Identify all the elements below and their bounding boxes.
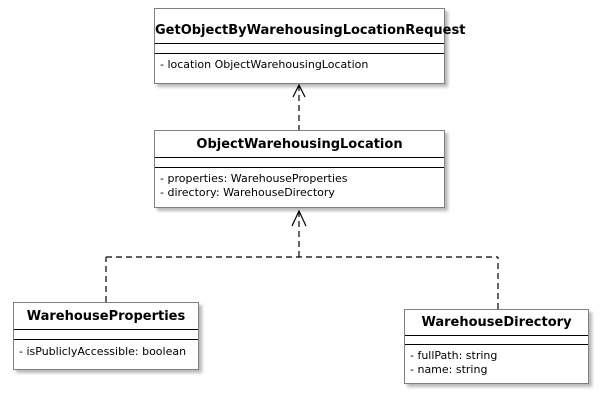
class-divider — [155, 167, 444, 168]
attribute-list: - fullPath: string - name: string — [410, 349, 584, 377]
class-name-location: ObjectWarehousingLocation — [196, 137, 403, 152]
class-box-location[interactable]: ObjectWarehousingLocation - properties: … — [154, 130, 445, 208]
class-divider — [14, 339, 198, 340]
class-divider — [155, 43, 444, 44]
class-name-request: GetObjectByWarehousingLocationRequest — [155, 23, 466, 38]
class-box-request[interactable]: GetObjectByWarehousingLocationRequest - … — [154, 8, 466, 84]
class-name-directory: WarehouseDirectory — [421, 315, 572, 330]
attribute-list: - properties: WarehouseProperties - dire… — [160, 172, 440, 200]
attribute-name: - name: string — [410, 363, 488, 376]
class-divider — [14, 329, 198, 330]
arrowhead-request-icon — [292, 83, 306, 98]
class-divider — [155, 157, 444, 158]
attribute-full-path: - fullPath: string — [410, 349, 498, 362]
attribute-location: - location ObjectWarehousingLocation — [160, 58, 369, 71]
attribute-list: - location ObjectWarehousingLocation — [160, 58, 440, 72]
arrowhead-location-icon — [291, 209, 307, 227]
attribute-properties: - properties: WarehouseProperties — [160, 172, 348, 185]
attribute-is-publicly-accessible: - isPubliclyAccessible: boolean — [19, 345, 187, 358]
class-box-properties[interactable]: WarehouseProperties - isPubliclyAccessib… — [13, 302, 199, 370]
class-box-directory[interactable]: WarehouseDirectory - fullPath: string - … — [404, 309, 589, 384]
class-divider — [405, 335, 588, 336]
attribute-directory: - directory: WarehouseDirectory — [160, 186, 335, 199]
class-name-properties: WarehouseProperties — [26, 309, 186, 324]
attribute-list: - isPubliclyAccessible: boolean — [19, 345, 194, 359]
class-divider — [405, 344, 588, 345]
class-divider — [155, 53, 444, 54]
